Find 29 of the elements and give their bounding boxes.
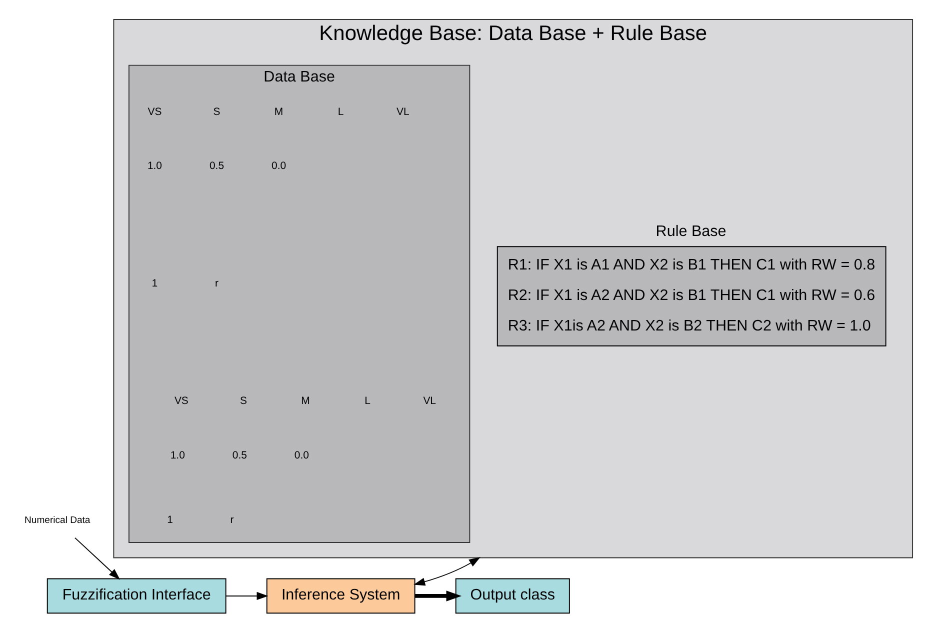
label: S — [212, 106, 220, 118]
label: 1.0 — [170, 450, 184, 462]
label: r — [230, 515, 234, 526]
node-label: Rule Base — [655, 222, 726, 240]
label: M — [300, 396, 310, 407]
label: r — [214, 278, 218, 290]
label: VS — [174, 396, 188, 407]
label: L — [337, 106, 344, 118]
arrow — [413, 557, 480, 586]
label: 1 — [151, 278, 158, 290]
label: VS — [147, 106, 162, 118]
label: 0.5 — [208, 161, 224, 172]
label: 1.0 — [146, 161, 162, 172]
label: 1 — [166, 515, 172, 526]
arrow — [74, 537, 120, 580]
label: VL — [396, 106, 409, 118]
arrow — [224, 592, 268, 600]
label: L — [364, 396, 370, 407]
label: 0.0 — [271, 161, 286, 172]
label: S — [239, 396, 246, 407]
label: VL — [422, 396, 436, 407]
label: 0.5 — [232, 450, 246, 462]
node-box: Output class — [454, 578, 570, 614]
node-text: Numerical Data — [24, 514, 90, 526]
arrow — [414, 590, 462, 602]
label: M — [274, 106, 283, 118]
node-box: Inference System — [266, 578, 415, 614]
node-box: Fuzzification Interface — [46, 578, 226, 614]
label: 0.0 — [294, 450, 309, 462]
